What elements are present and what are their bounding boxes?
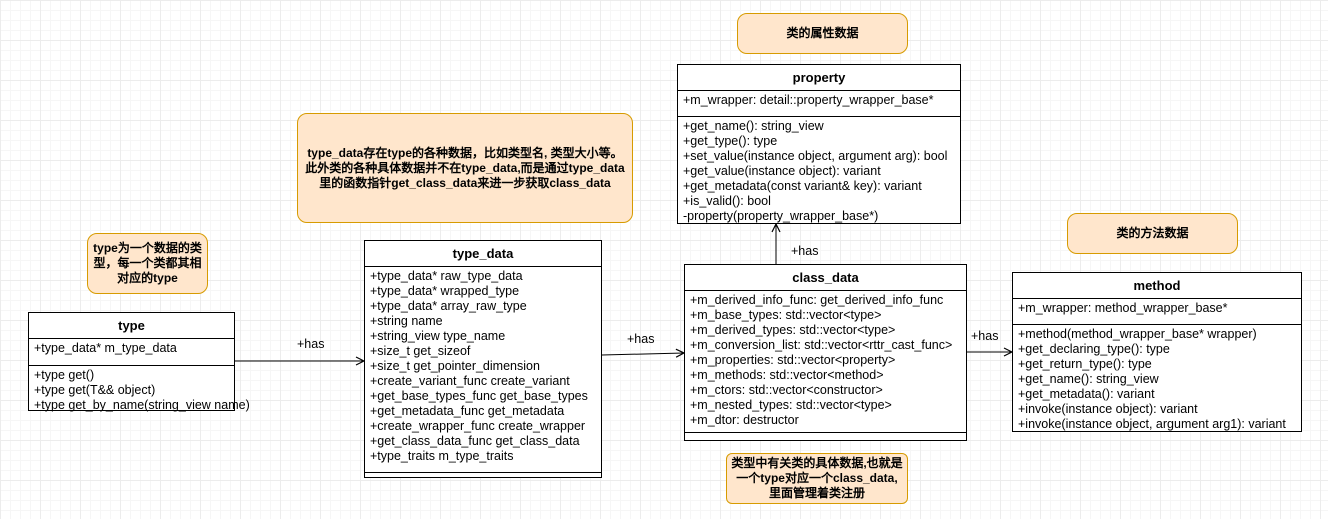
method-row: +get_name(): string_view (1018, 372, 1159, 386)
method-row: +get_name(): string_view (683, 119, 824, 133)
edge-label-type-has: +has (297, 337, 325, 351)
method-row: +type get_by_name(string_view name) (34, 398, 250, 412)
edge-label-property-has: +has (791, 244, 819, 258)
attribute-row: +size_t get_sizeof (370, 344, 471, 358)
edge-type-data-class-data (601, 353, 684, 355)
method-row: +set_value(instance object, argument arg… (683, 149, 948, 163)
method-row: +is_valid(): bool (683, 194, 771, 208)
attribute-row: +m_properties: std::vector<property> (690, 353, 896, 367)
class-type-data-attributes: +type_data* raw_type_data +type_data* wr… (365, 267, 601, 473)
method-row: +invoke(instance object, argument arg1):… (1018, 417, 1286, 431)
class-method-methods: +method(method_wrapper_base* wrapper) +g… (1013, 325, 1301, 434)
attribute-row: +m_derived_info_func: get_derived_info_f… (690, 293, 944, 307)
attribute-row: +string_view type_name (370, 329, 506, 343)
note-method: 类的方法数据 (1067, 213, 1238, 254)
attribute-row: +m_wrapper: detail::property_wrapper_bas… (683, 93, 934, 107)
class-method[interactable]: method +m_wrapper: method_wrapper_base* … (1012, 272, 1302, 432)
attribute-row: +type_data* m_type_data (34, 341, 177, 355)
attribute-row: +m_wrapper: method_wrapper_base* (1018, 301, 1228, 315)
attribute-row: +type_traits m_type_traits (370, 449, 514, 463)
attribute-row: +get_base_types_func get_base_types (370, 389, 588, 403)
class-class-data-title: class_data (685, 265, 966, 291)
method-row: +type get(T&& object) (34, 383, 156, 397)
note-type-data-text: type_data存在type的各种数据，比如类型名, 类型大小等。此外类的各种… (305, 145, 625, 190)
class-method-title: method (1013, 273, 1301, 299)
class-type-data[interactable]: type_data +type_data* raw_type_data +typ… (364, 240, 602, 478)
attribute-row: +m_nested_types: std::vector<type> (690, 398, 892, 412)
edge-label-method-has: +has (971, 329, 999, 343)
method-row: +type get() (34, 368, 95, 382)
method-row: +get_metadata(const variant& key): varia… (683, 179, 922, 193)
class-property-title: property (678, 65, 960, 91)
note-class-data: 类型中有关类的具体数据,也就是一个type对应一个class_data, 里面管… (726, 453, 908, 504)
class-type[interactable]: type +type_data* m_type_data +type get()… (28, 312, 250, 412)
attribute-row: +m_ctors: std::vector<constructor> (690, 383, 883, 397)
note-class-data-text: 类型中有关类的具体数据,也就是一个type对应一个class_data, 里面管… (731, 456, 903, 500)
edge-label-type-data-has: +has (627, 332, 655, 346)
note-property-text: 类的属性数据 (786, 26, 859, 40)
class-class-data-methods (685, 433, 966, 437)
attribute-row: +string name (370, 314, 443, 328)
attribute-row: +type_data* wrapped_type (370, 284, 520, 298)
attribute-row: +m_base_types: std::vector<type> (690, 308, 882, 322)
note-type-data: type_data存在type的各种数据，比如类型名, 类型大小等。此外类的各种… (297, 113, 633, 223)
method-row: +invoke(instance object): variant (1018, 402, 1198, 416)
class-property-attributes: +m_wrapper: detail::property_wrapper_bas… (678, 91, 960, 117)
attribute-row: +type_data* raw_type_data (370, 269, 523, 283)
method-row: +get_value(instance object): variant (683, 164, 881, 178)
attribute-row: +create_wrapper_func create_wrapper (370, 419, 586, 433)
method-row: +get_declaring_type(): type (1018, 342, 1170, 356)
class-property[interactable]: property +m_wrapper: detail::property_wr… (677, 64, 961, 224)
attribute-row: +size_t get_pointer_dimension (370, 359, 540, 373)
class-class-data-attributes: +m_derived_info_func: get_derived_info_f… (685, 291, 966, 433)
note-method-text: 类的方法数据 (1116, 226, 1189, 240)
method-row: +method(method_wrapper_base* wrapper) (1018, 327, 1257, 341)
attribute-row: +m_derived_types: std::vector<type> (690, 323, 896, 337)
method-row: +get_metadata(): variant (1018, 387, 1155, 401)
method-row: -property(property_wrapper_base*) (683, 209, 879, 223)
class-property-methods: +get_name(): string_view +get_type(): ty… (678, 117, 960, 226)
attribute-row: +create_variant_func create_variant (370, 374, 570, 388)
class-method-attributes: +m_wrapper: method_wrapper_base* (1013, 299, 1301, 325)
note-type-text: type为一个数据的类型，每一个类都其相对应的type (93, 241, 202, 285)
class-type-attributes: +type_data* m_type_data (29, 339, 234, 366)
class-class-data[interactable]: class_data +m_derived_info_func: get_der… (684, 264, 967, 441)
class-type-data-methods (365, 473, 601, 477)
note-property: 类的属性数据 (737, 13, 908, 54)
method-row: +get_return_type(): type (1018, 357, 1152, 371)
method-row: +get_type(): type (683, 134, 778, 148)
attribute-row: +m_conversion_list: std::vector<rttr_cas… (690, 338, 953, 352)
attribute-row: +get_class_data_func get_class_data (370, 434, 580, 448)
class-type-methods: +type get() +type get(T&& object) +type … (29, 366, 250, 415)
attribute-row: +type_data* array_raw_type (370, 299, 527, 313)
attribute-row: +m_methods: std::vector<method> (690, 368, 884, 382)
attribute-row: +get_metadata_func get_metadata (370, 404, 565, 418)
class-type-data-title: type_data (365, 241, 601, 267)
class-type-title: type (29, 313, 234, 339)
attribute-row: +m_dtor: destructor (690, 413, 799, 427)
note-type: type为一个数据的类型，每一个类都其相对应的type (87, 233, 208, 294)
